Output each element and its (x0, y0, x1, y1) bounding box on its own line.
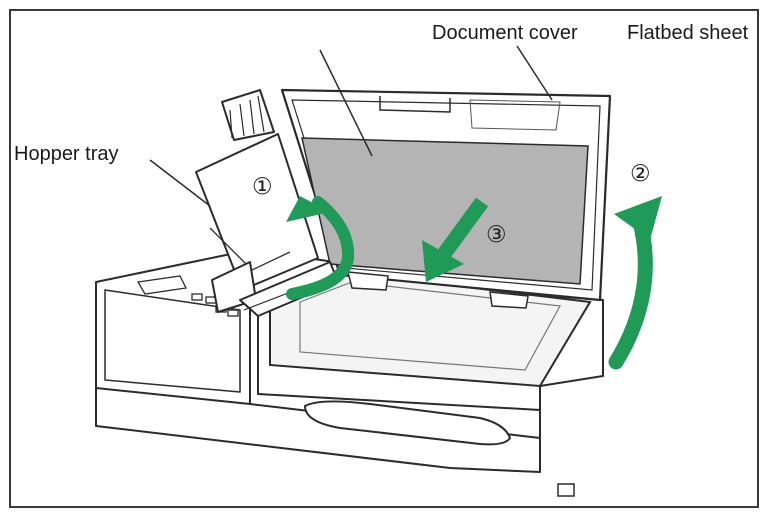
hopper-tray (195, 89, 319, 313)
status-led (557, 483, 575, 497)
leader-lines (149, 45, 553, 207)
label-hopper-tray: Hopper tray (14, 143, 119, 165)
flatbed-sheet (301, 137, 589, 285)
step-2-marker: ② (630, 161, 651, 187)
arrow-step-1 (286, 196, 355, 300)
front-handle (303, 400, 512, 446)
arrow-step-3 (422, 197, 489, 282)
step-1-marker: ① (252, 174, 273, 200)
label-document-cover: Document cover (432, 22, 578, 44)
label-flatbed-sheet: Flatbed sheet (627, 22, 749, 44)
document-cover (280, 88, 612, 309)
step-3-marker: ③ (486, 222, 507, 248)
arrow-step-2 (608, 196, 662, 370)
